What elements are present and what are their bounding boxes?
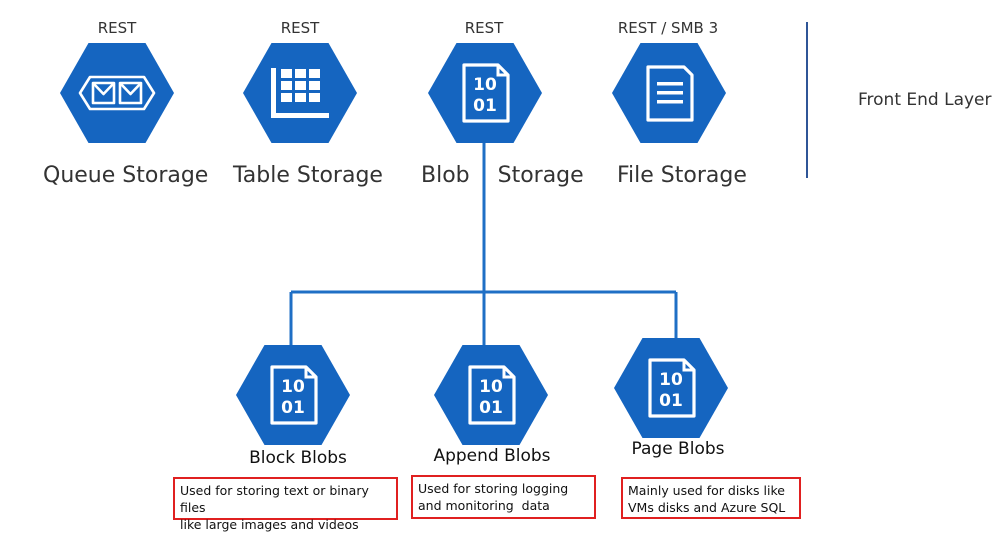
table-storage-icon <box>243 43 357 143</box>
blob-storage-label: Blob Storage <box>421 163 584 188</box>
blob-storage-icon: 10 01 <box>428 43 542 143</box>
layer-divider <box>806 22 808 178</box>
note-line: Used for storing text or binary files <box>180 483 369 515</box>
page-blobs-icon: 10 01 <box>614 338 728 438</box>
file-storage-label: File Storage <box>617 163 747 188</box>
queue-protocol: REST <box>97 19 137 37</box>
table-icon <box>271 68 329 118</box>
block-blobs-label: Block Blobs <box>249 448 347 468</box>
file-storage-icon <box>612 43 726 143</box>
page-blobs-note: Mainly used for disks like VMs disks and… <box>621 477 801 519</box>
note-line: VMs disks and Azure SQL <box>628 500 786 515</box>
note-line: Used for storing logging <box>418 481 569 496</box>
queue-icon <box>78 75 156 111</box>
table-storage-label: Table Storage <box>233 163 383 188</box>
note-line: like large images and videos <box>180 517 359 532</box>
binary-file-icon: 10 01 <box>270 365 318 425</box>
binary-file-icon: 10 01 <box>462 63 510 123</box>
note-line: and monitoring data <box>418 498 550 513</box>
svg-text:10: 10 <box>281 377 305 397</box>
table-protocol: REST <box>280 19 320 37</box>
queue-storage-icon <box>60 43 174 143</box>
block-blobs-note: Used for storing text or binary files li… <box>173 477 398 532</box>
append-blobs-label: Append Blobs <box>433 446 551 466</box>
note-line: Mainly used for disks like <box>628 483 785 498</box>
blob-protocol: REST <box>464 19 504 37</box>
svg-text:10: 10 <box>479 377 503 397</box>
svg-text:01: 01 <box>479 398 503 418</box>
svg-text:10: 10 <box>473 75 497 95</box>
file-protocol: REST / SMB 3 <box>617 19 719 37</box>
svg-text:01: 01 <box>281 398 305 418</box>
svg-text:10: 10 <box>659 370 683 390</box>
binary-file-icon: 10 01 <box>648 358 696 418</box>
binary-file-icon: 10 01 <box>468 365 516 425</box>
document-icon <box>646 65 694 122</box>
queue-storage-label: Queue Storage <box>43 163 209 188</box>
append-blobs-icon: 10 01 <box>434 345 548 445</box>
front-end-layer-label: Front End Layer <box>858 90 992 110</box>
svg-text:01: 01 <box>659 391 683 411</box>
page-blobs-label: Page Blobs <box>631 439 725 459</box>
append-blobs-note: Used for storing logging and monitoring … <box>411 475 596 519</box>
svg-text:01: 01 <box>473 96 497 116</box>
block-blobs-icon: 10 01 <box>236 345 350 445</box>
